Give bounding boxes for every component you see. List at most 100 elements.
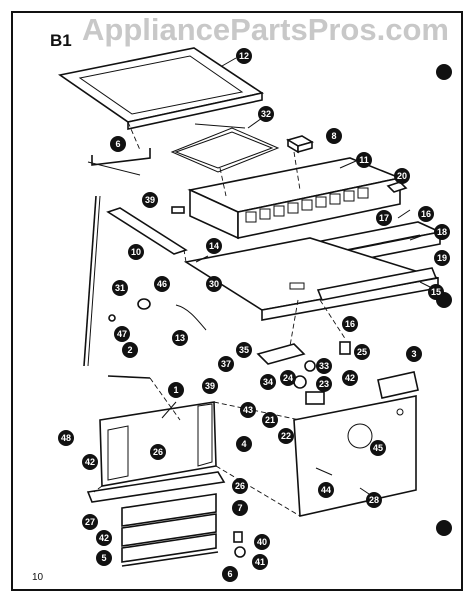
plate-3 bbox=[377, 371, 419, 399]
callout-30: 30 bbox=[206, 276, 222, 292]
callout-16a: 16 bbox=[418, 206, 434, 222]
right-panel bbox=[293, 395, 417, 517]
callout-26b: 26 bbox=[232, 478, 248, 494]
svg-text:18: 18 bbox=[437, 227, 447, 237]
screw-47 bbox=[108, 314, 116, 322]
svg-text:8: 8 bbox=[331, 131, 336, 141]
callout-42b: 42 bbox=[82, 454, 98, 470]
callout-15: 15 bbox=[428, 284, 444, 300]
page-number: 10 bbox=[32, 572, 44, 583]
svg-text:39: 39 bbox=[145, 195, 155, 205]
svg-text:34: 34 bbox=[263, 377, 273, 387]
svg-text:17: 17 bbox=[379, 213, 389, 223]
svg-text:27: 27 bbox=[85, 517, 95, 527]
callout-37: 37 bbox=[218, 356, 234, 372]
callout-14: 14 bbox=[206, 238, 222, 254]
callout-8: 8 bbox=[326, 128, 342, 144]
callout-26a: 26 bbox=[150, 444, 166, 460]
svg-text:46: 46 bbox=[157, 279, 167, 289]
svg-text:42: 42 bbox=[345, 373, 355, 383]
callout-46a: 46 bbox=[154, 276, 170, 292]
callout-7: 7 bbox=[232, 500, 248, 516]
clip bbox=[171, 206, 185, 214]
callout-12: 12 bbox=[236, 48, 252, 64]
callout-48: 48 bbox=[58, 430, 74, 446]
svg-text:23: 23 bbox=[319, 379, 329, 389]
handle-bracket bbox=[87, 148, 151, 176]
callout-42a: 42 bbox=[342, 370, 358, 386]
connector bbox=[339, 341, 351, 355]
page-frame bbox=[11, 11, 463, 591]
wire-harness bbox=[175, 304, 207, 331]
callout-5: 5 bbox=[96, 550, 112, 566]
svg-text:21: 21 bbox=[265, 415, 275, 425]
control-housing bbox=[187, 157, 403, 240]
callout-43: 43 bbox=[240, 402, 256, 418]
small-block bbox=[286, 135, 314, 154]
callout-9: 6 bbox=[110, 136, 126, 152]
svg-text:42: 42 bbox=[99, 533, 109, 543]
svg-text:6: 6 bbox=[115, 139, 120, 149]
svg-text:5: 5 bbox=[101, 553, 106, 563]
callout-21: 21 bbox=[262, 412, 278, 428]
svg-text:31: 31 bbox=[115, 283, 125, 293]
svg-text:10: 10 bbox=[131, 247, 141, 257]
callout-20: 20 bbox=[394, 168, 410, 184]
callout-27: 27 bbox=[82, 514, 98, 530]
svg-text:1: 1 bbox=[173, 385, 178, 395]
svg-text:28: 28 bbox=[369, 495, 379, 505]
svg-text:40: 40 bbox=[257, 537, 267, 547]
svg-text:16: 16 bbox=[421, 209, 431, 219]
callout-11: 11 bbox=[356, 152, 372, 168]
binder-hole-bottom bbox=[436, 520, 452, 536]
svg-text:26: 26 bbox=[153, 447, 163, 457]
part-2-pin bbox=[107, 375, 151, 379]
svg-text:41: 41 bbox=[255, 557, 265, 567]
bottom-rails bbox=[121, 493, 219, 567]
svg-text:25: 25 bbox=[357, 347, 367, 357]
svg-text:44: 44 bbox=[321, 485, 331, 495]
callout-25: 25 bbox=[354, 344, 370, 360]
callout-33: 33 bbox=[316, 358, 332, 374]
svg-text:7: 7 bbox=[237, 503, 242, 513]
callout-35: 35 bbox=[236, 342, 252, 358]
binder-hole-top bbox=[436, 64, 452, 80]
svg-text:39: 39 bbox=[205, 381, 215, 391]
callout-23: 23 bbox=[316, 376, 332, 392]
callout-2: 2 bbox=[122, 342, 138, 358]
svg-text:45: 45 bbox=[373, 443, 383, 453]
callout-6: 6 bbox=[222, 566, 238, 582]
svg-text:4: 4 bbox=[241, 439, 246, 449]
svg-text:30: 30 bbox=[209, 279, 219, 289]
callout-39b: 39 bbox=[202, 378, 218, 394]
top-panel bbox=[57, 47, 265, 130]
svg-text:3: 3 bbox=[411, 349, 416, 359]
callout-13: 13 bbox=[172, 330, 188, 346]
watermark: AppliancePartsPros.com bbox=[82, 12, 449, 47]
svg-text:2: 2 bbox=[127, 345, 132, 355]
callout-42c: 42 bbox=[96, 530, 112, 546]
leader-lines bbox=[161, 57, 431, 497]
callout-31: 31 bbox=[112, 280, 128, 296]
seal-gasket bbox=[170, 123, 280, 173]
svg-text:42: 42 bbox=[85, 457, 95, 467]
callout-18: 18 bbox=[434, 224, 450, 240]
svg-text:35: 35 bbox=[239, 345, 249, 355]
callout-1: 1 bbox=[168, 382, 184, 398]
callout-19: 19 bbox=[434, 250, 450, 266]
svg-text:15: 15 bbox=[431, 287, 441, 297]
svg-text:37: 37 bbox=[221, 359, 231, 369]
callout-28: 28 bbox=[366, 492, 382, 508]
callout-24: 24 bbox=[280, 370, 296, 386]
svg-text:32: 32 bbox=[261, 109, 271, 119]
switch-33 bbox=[304, 360, 316, 372]
callout-44: 44 bbox=[318, 482, 334, 498]
callout-41: 41 bbox=[252, 554, 268, 570]
svg-text:13: 13 bbox=[175, 333, 185, 343]
bottom-strip bbox=[316, 267, 438, 301]
switch-23 bbox=[305, 391, 325, 405]
svg-text:47: 47 bbox=[117, 329, 127, 339]
callout-45: 45 bbox=[370, 440, 386, 456]
fastener-41 bbox=[234, 546, 246, 558]
